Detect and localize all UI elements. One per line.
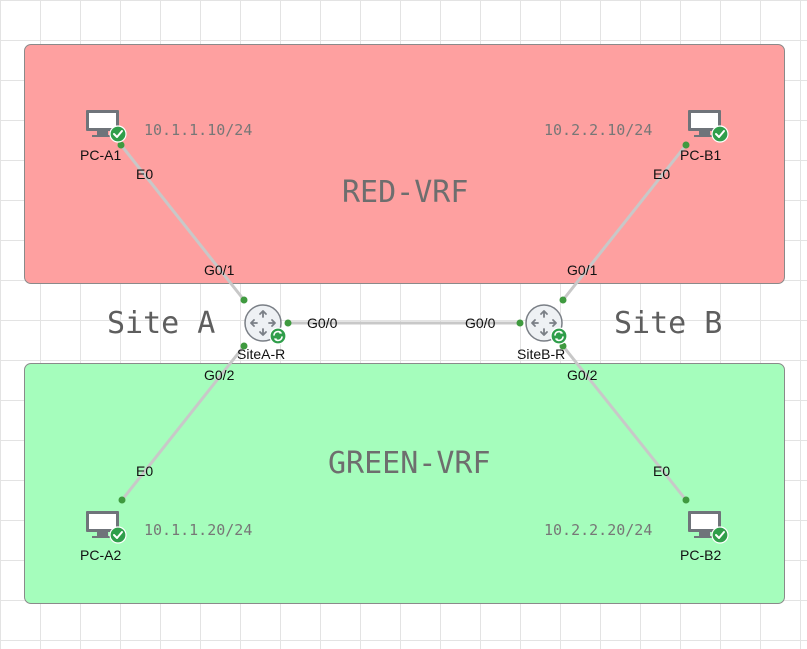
siteb-r-label: SiteB-R	[517, 346, 566, 362]
port-label-sitea-g02: G0/2	[204, 367, 235, 383]
pc-a2-label: PC-A2	[80, 547, 122, 563]
port-label-siteb-g00: G0/0	[465, 315, 496, 331]
site-a-label: Site A	[107, 306, 216, 341]
site-b-label: Site B	[614, 306, 723, 341]
running-status-badge-icon	[109, 526, 127, 544]
pc-b2-ip-label: 10.2.2.20/24	[544, 521, 653, 539]
link-pc-b2-siteb-r[interactable]	[561, 345, 688, 501]
node-siteb-r[interactable]	[524, 302, 570, 346]
port-dot-sitea-g00	[284, 319, 292, 327]
port-dot-sitea-g02	[240, 342, 248, 350]
port-label-siteb-g01: G0/1	[567, 262, 598, 278]
port-label-pc-a1-e0: E0	[136, 166, 154, 182]
pc-icon	[688, 511, 729, 544]
port-dot-pc-b2-e0	[682, 496, 690, 504]
pc-a1-label: PC-A1	[80, 147, 122, 163]
router-icon	[244, 304, 287, 345]
pc-a1-ip-label: 10.1.1.10/24	[144, 121, 253, 139]
pc-a2-ip-label: 10.1.1.20/24	[144, 521, 253, 539]
node-sitea-r[interactable]	[243, 302, 289, 346]
link-pc-a2-sitea-r[interactable]	[120, 345, 246, 501]
port-dot-pc-a2-e0	[118, 496, 126, 504]
red-vrf-label: RED-VRF	[342, 175, 469, 210]
pc-b1-ip-label: 10.2.2.10/24	[544, 121, 653, 139]
pc-b2-label: PC-B2	[680, 547, 722, 563]
node-pc-b2[interactable]	[686, 509, 730, 545]
link-pc-a1-sitea-r[interactable]	[119, 144, 246, 301]
port-label-pc-b2-e0: E0	[653, 463, 671, 479]
green-vrf-label: GREEN-VRF	[328, 446, 491, 481]
sitea-r-label: SiteA-R	[237, 346, 286, 362]
link-pc-b1-siteb-r[interactable]	[561, 144, 688, 301]
port-label-sitea-g00: G0/0	[307, 315, 338, 331]
port-label-pc-a2-e0: E0	[136, 463, 154, 479]
booting-status-badge-icon	[269, 327, 287, 345]
node-pc-b1[interactable]	[686, 108, 730, 144]
running-status-badge-icon	[109, 125, 127, 143]
port-dot-siteb-g01	[559, 296, 567, 304]
running-status-badge-icon	[711, 526, 729, 544]
green-vrf-zone[interactable]	[24, 363, 785, 604]
port-dot-sitea-g01	[240, 296, 248, 304]
pc-icon	[86, 511, 127, 544]
port-dot-pc-b1-e0	[682, 141, 690, 149]
port-label-sitea-g01: G0/1	[204, 262, 235, 278]
port-dot-pc-a1-e0	[117, 141, 125, 149]
pc-b1-label: PC-B1	[680, 147, 722, 163]
node-pc-a2[interactable]	[84, 509, 128, 545]
port-dot-siteb-g00	[516, 319, 524, 327]
red-vrf-zone[interactable]	[24, 44, 785, 284]
router-icon	[525, 304, 568, 345]
pc-icon	[86, 110, 127, 143]
booting-status-badge-icon	[550, 327, 568, 345]
running-status-badge-icon	[711, 125, 729, 143]
pc-icon	[688, 110, 729, 143]
port-label-pc-b1-e0: E0	[653, 166, 671, 182]
port-label-siteb-g02: G0/2	[567, 367, 598, 383]
node-pc-a1[interactable]	[84, 108, 128, 144]
